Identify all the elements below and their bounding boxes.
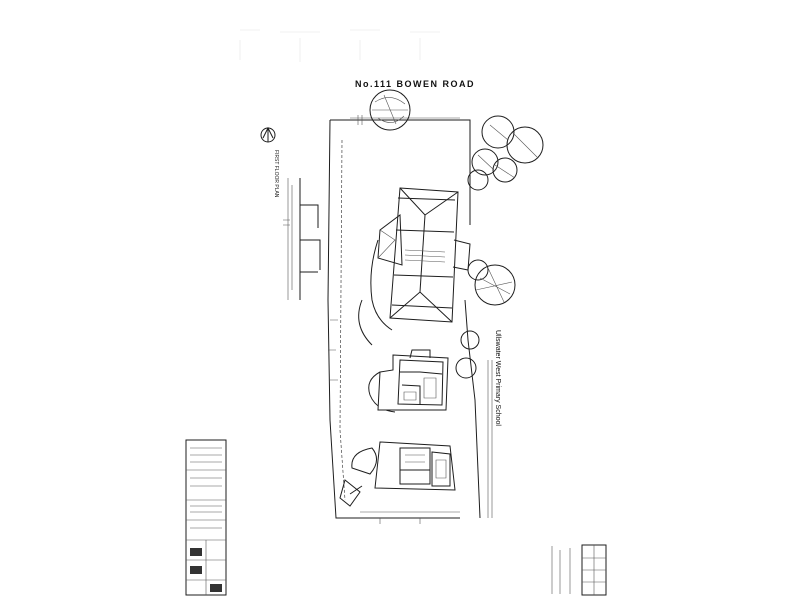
main-house <box>377 187 471 323</box>
floor-plan-label: FIRST FLOOR PLAN <box>273 150 279 198</box>
school-boundary: Ullswater West Primary School <box>487 330 501 518</box>
unit-lower <box>351 441 456 491</box>
trees-right <box>455 259 516 379</box>
unit-middle <box>377 349 449 411</box>
north-arrow-icon <box>260 126 276 143</box>
title-block <box>185 439 227 596</box>
detail-block <box>551 544 607 596</box>
side-notes <box>283 178 321 300</box>
lot-bottom <box>328 319 460 524</box>
faint-marks <box>239 29 440 62</box>
school-label: Ullswater West Primary School <box>494 330 501 426</box>
site-boundary <box>327 115 481 519</box>
trees-top <box>369 89 544 191</box>
road-name: No.111 BOWEN ROAD <box>355 79 475 89</box>
